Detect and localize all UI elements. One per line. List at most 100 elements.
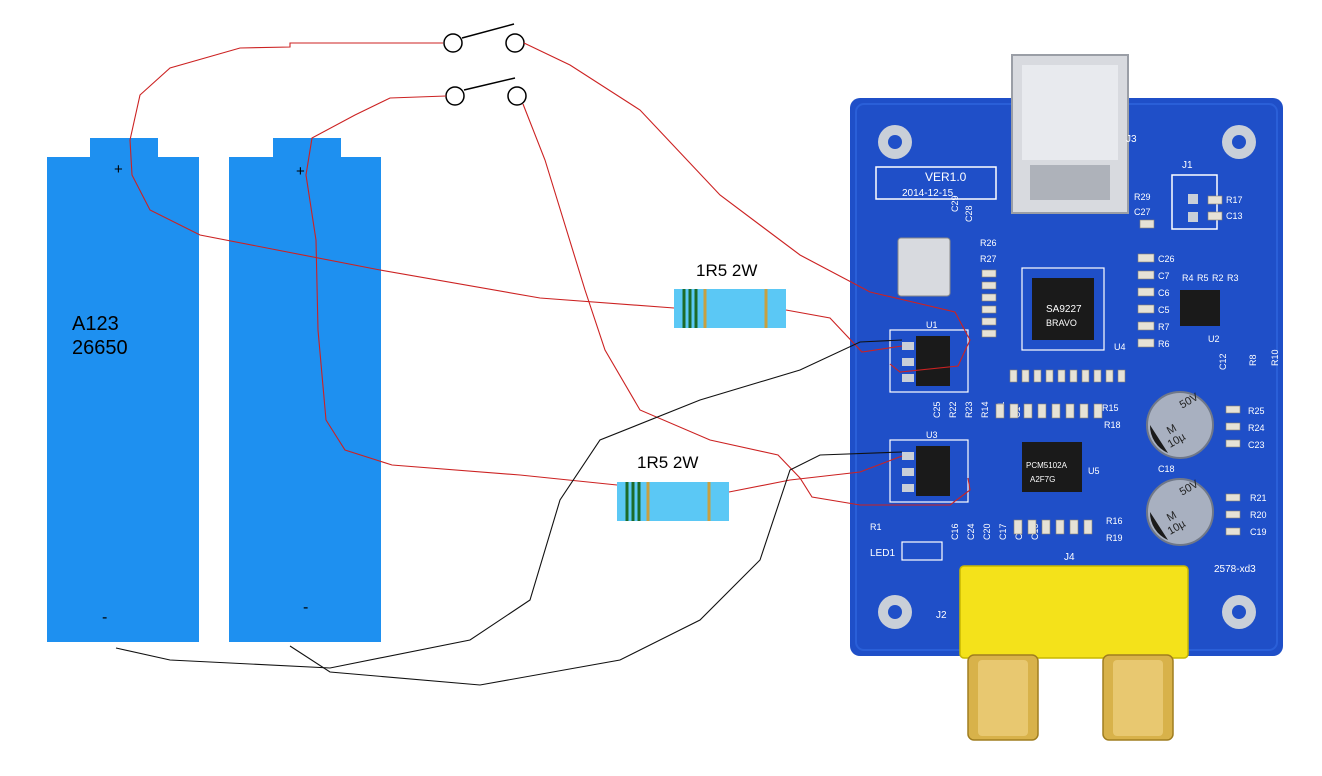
dac-chip-sub: A2F7G — [1030, 475, 1055, 484]
dac-chip-label: PCM5102A — [1026, 461, 1068, 470]
smd-component — [1057, 369, 1066, 383]
usb-controller-chip: SA9227 BRAVO U4 — [1021, 267, 1126, 352]
battery-1-plus: + — [114, 161, 123, 178]
aux-label: J2 — [936, 610, 947, 621]
wire-switch-top-to-pcb — [523, 42, 971, 373]
mounting-hole — [878, 125, 912, 159]
smd-component — [1207, 211, 1223, 221]
component-label: C20 — [982, 523, 992, 540]
pcb-version: VER1.0 — [925, 170, 967, 184]
regulator-u1-label: U1 — [926, 320, 938, 330]
led-footprint — [901, 541, 943, 561]
component-label: R1 — [870, 522, 882, 532]
rca-jack-left — [967, 654, 1039, 741]
crystal — [897, 237, 951, 297]
resistor-1-label: 1R5 2W — [696, 261, 757, 280]
smd-component — [1137, 270, 1155, 280]
resistor-2: 1R5 2W — [617, 453, 729, 521]
battery-2-body — [229, 157, 381, 642]
smd-component — [995, 403, 1005, 419]
smd-component — [1137, 287, 1155, 297]
component-label: C28 — [964, 205, 974, 222]
battery-1-model: A123 — [72, 313, 119, 335]
component-label: R15 — [1102, 403, 1119, 413]
battery-1-body — [47, 157, 199, 642]
component-label: R25 — [1248, 406, 1265, 416]
component-label: R24 — [1248, 423, 1265, 433]
ic-u5-label: U5 — [1088, 466, 1100, 476]
regulator-u3-label: U3 — [926, 430, 938, 440]
smd-component — [1093, 403, 1103, 419]
smd-component — [981, 305, 997, 314]
usb-connector: J3 — [1011, 54, 1137, 214]
smd-component — [1021, 369, 1030, 383]
smd-component — [1225, 405, 1241, 414]
smd-component — [1225, 493, 1241, 502]
smd-component — [1207, 195, 1223, 205]
smd-component — [1137, 321, 1155, 331]
component-label: R22 — [948, 401, 958, 418]
mounting-hole — [1222, 595, 1256, 629]
wire-switch-bottom-to-pcb — [522, 103, 971, 506]
smd-component — [1037, 403, 1047, 419]
component-label: R14 — [980, 401, 990, 418]
component-label: C26 — [1158, 254, 1175, 264]
dac-chip: PCM5102A A2F7G U5 — [1022, 442, 1100, 492]
component-label: R3 — [1227, 273, 1239, 283]
battery-2: + - — [229, 138, 381, 642]
component-label: C7 — [1158, 271, 1170, 281]
smd-component — [1069, 519, 1079, 535]
board-code: 2578-xd3 — [1214, 564, 1256, 575]
smd-component — [1139, 219, 1155, 229]
smd-component — [1225, 527, 1241, 536]
component-label: R10 — [1270, 349, 1280, 366]
wire-battery2-to-switch-bottom — [305, 95, 618, 486]
component-label: C18 — [1158, 464, 1175, 474]
smd-component — [981, 317, 997, 326]
dac-pcb: J3 VER1.0 2014-12-15 J1 SA9227 BRAVO U4 … — [850, 54, 1283, 741]
component-label: R2 — [1212, 273, 1224, 283]
component-label: R6 — [1158, 339, 1170, 349]
component-label: C17 — [998, 523, 1008, 540]
component-label: R18 — [1104, 420, 1121, 430]
smd-component — [1023, 403, 1033, 419]
component-label: C16 — [950, 523, 960, 540]
pcb-date: 2014-12-15 — [902, 188, 954, 199]
resistor-1: 1R5 2W — [674, 261, 786, 328]
ic-u2: U2 — [1180, 290, 1220, 344]
led-label: LED1 — [870, 548, 895, 559]
mounting-hole — [878, 595, 912, 629]
electrolytic-capacitor: 10µ M 50V — [1146, 478, 1214, 546]
smd-component — [1009, 369, 1018, 383]
wire-battery1-minus-ground — [115, 339, 903, 669]
component-label: C23 — [1248, 440, 1265, 450]
component-label: R29 — [1134, 192, 1151, 202]
smd-component — [1045, 369, 1054, 383]
regulator-u1: U1 — [889, 320, 969, 393]
component-label: R20 — [1250, 510, 1267, 520]
component-label: C24 — [966, 523, 976, 540]
smd-component — [1009, 403, 1019, 419]
switch-top — [443, 23, 525, 53]
smd-component — [1137, 304, 1155, 314]
rca-label: J4 — [1064, 552, 1075, 563]
smd-component — [1013, 519, 1023, 535]
smd-component — [1065, 403, 1075, 419]
battery-1-terminal — [90, 138, 158, 160]
usb-chip-brand: BRAVO — [1046, 318, 1077, 328]
component-label: C25 — [932, 401, 942, 418]
battery-1-minus: - — [102, 609, 107, 626]
component-label: C19 — [1250, 527, 1267, 537]
battery-2-terminal — [273, 138, 341, 160]
smd-component — [1137, 338, 1155, 348]
battery-2-minus: - — [303, 599, 308, 616]
smd-component — [1225, 439, 1241, 448]
resistor-2-label: 1R5 2W — [637, 453, 698, 472]
smd-component — [1033, 369, 1042, 383]
component-label: C13 — [1226, 211, 1243, 221]
component-label: R17 — [1226, 195, 1243, 205]
wire-battery2-minus-ground — [289, 451, 903, 686]
component-label: R21 — [1250, 493, 1267, 503]
